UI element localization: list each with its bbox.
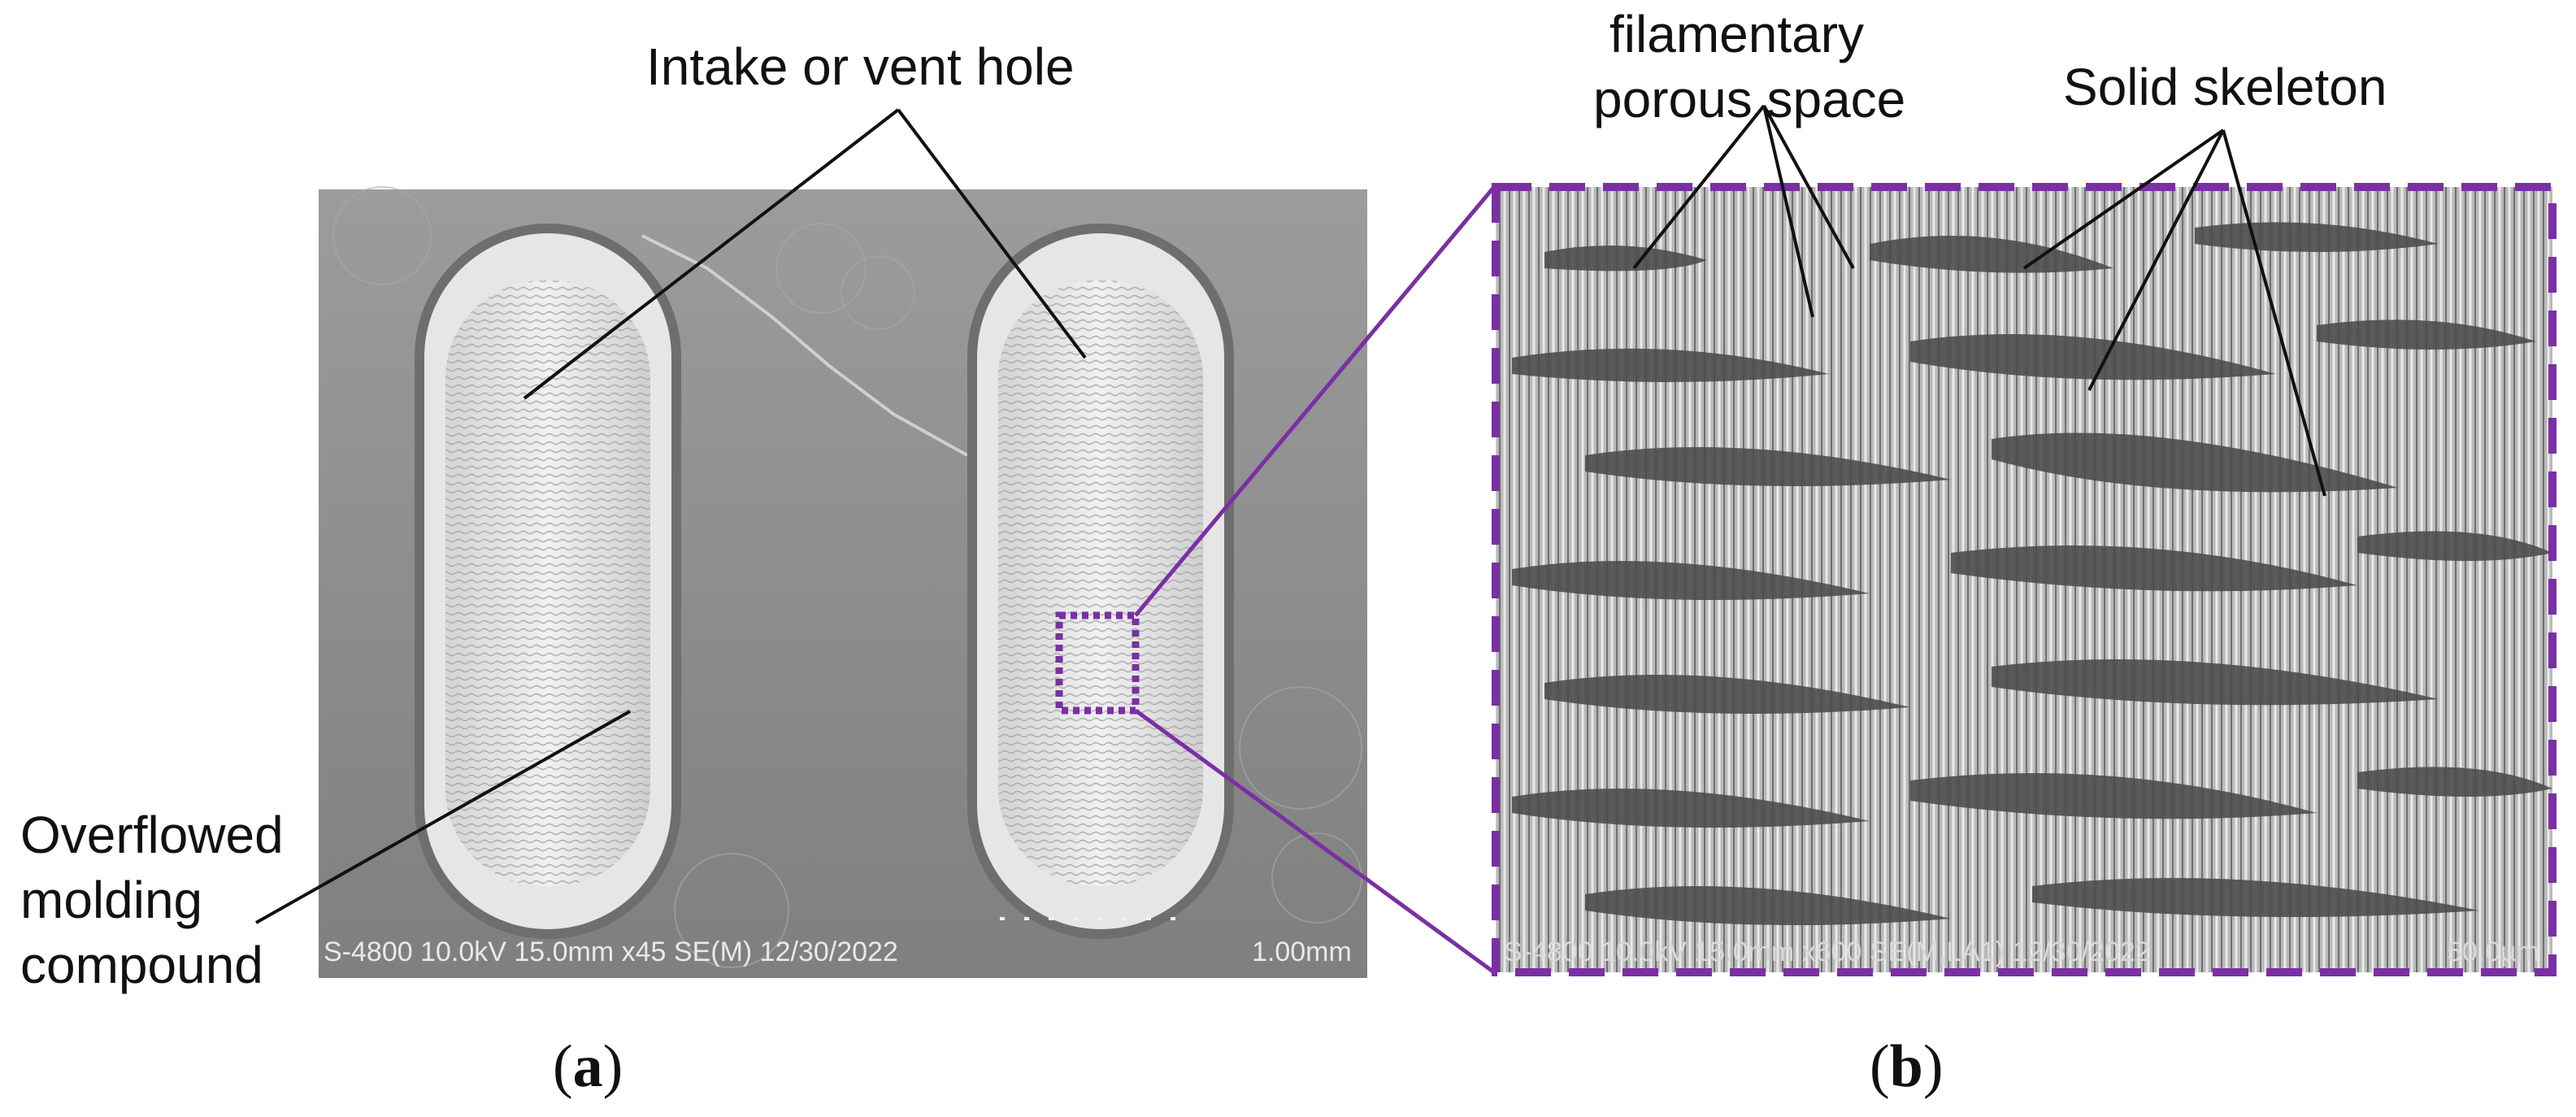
panel-letter-a: a [572,1033,603,1100]
sem-a-scale: 1.00mm [1252,937,1352,967]
sem-image-b [1496,187,2552,972]
panel-label-a: (a) [553,1033,623,1100]
label-overflow-1: Overflowed [20,806,284,864]
label-overflow-3: compound [20,936,263,994]
sem-image-a [319,186,1367,978]
sem-b-info: S-4800 10.0kV 15.0mm x600 SE(M,LA1) 12/3… [1504,937,2151,967]
label-filamentary-2: porous space [1593,70,1906,128]
zoom-frame [1492,183,2556,976]
leader-lines [255,104,2326,924]
panel-letter-b: b [1889,1033,1923,1100]
right-vent-hole [967,224,1234,939]
label-solid-skeleton: Solid skeleton [2063,58,2387,116]
panel-label-b: (b) [1870,1033,1944,1100]
zoom-region-box [1055,611,1140,715]
left-vent-hole [415,224,681,939]
label-overflow-2: molding [20,871,203,929]
label-intake-vent-hole: Intake or vent hole [646,37,1075,96]
sem-b-scale: 50.0µm [2447,937,2540,967]
sem-a-info: S-4800 10.0kV 15.0mm x45 SE(M) 12/30/202… [324,937,898,967]
zoom-connector-top [1134,185,1496,617]
zoom-connector-bottom [1134,708,1496,975]
label-filamentary-1: filamentary [1609,5,1864,63]
